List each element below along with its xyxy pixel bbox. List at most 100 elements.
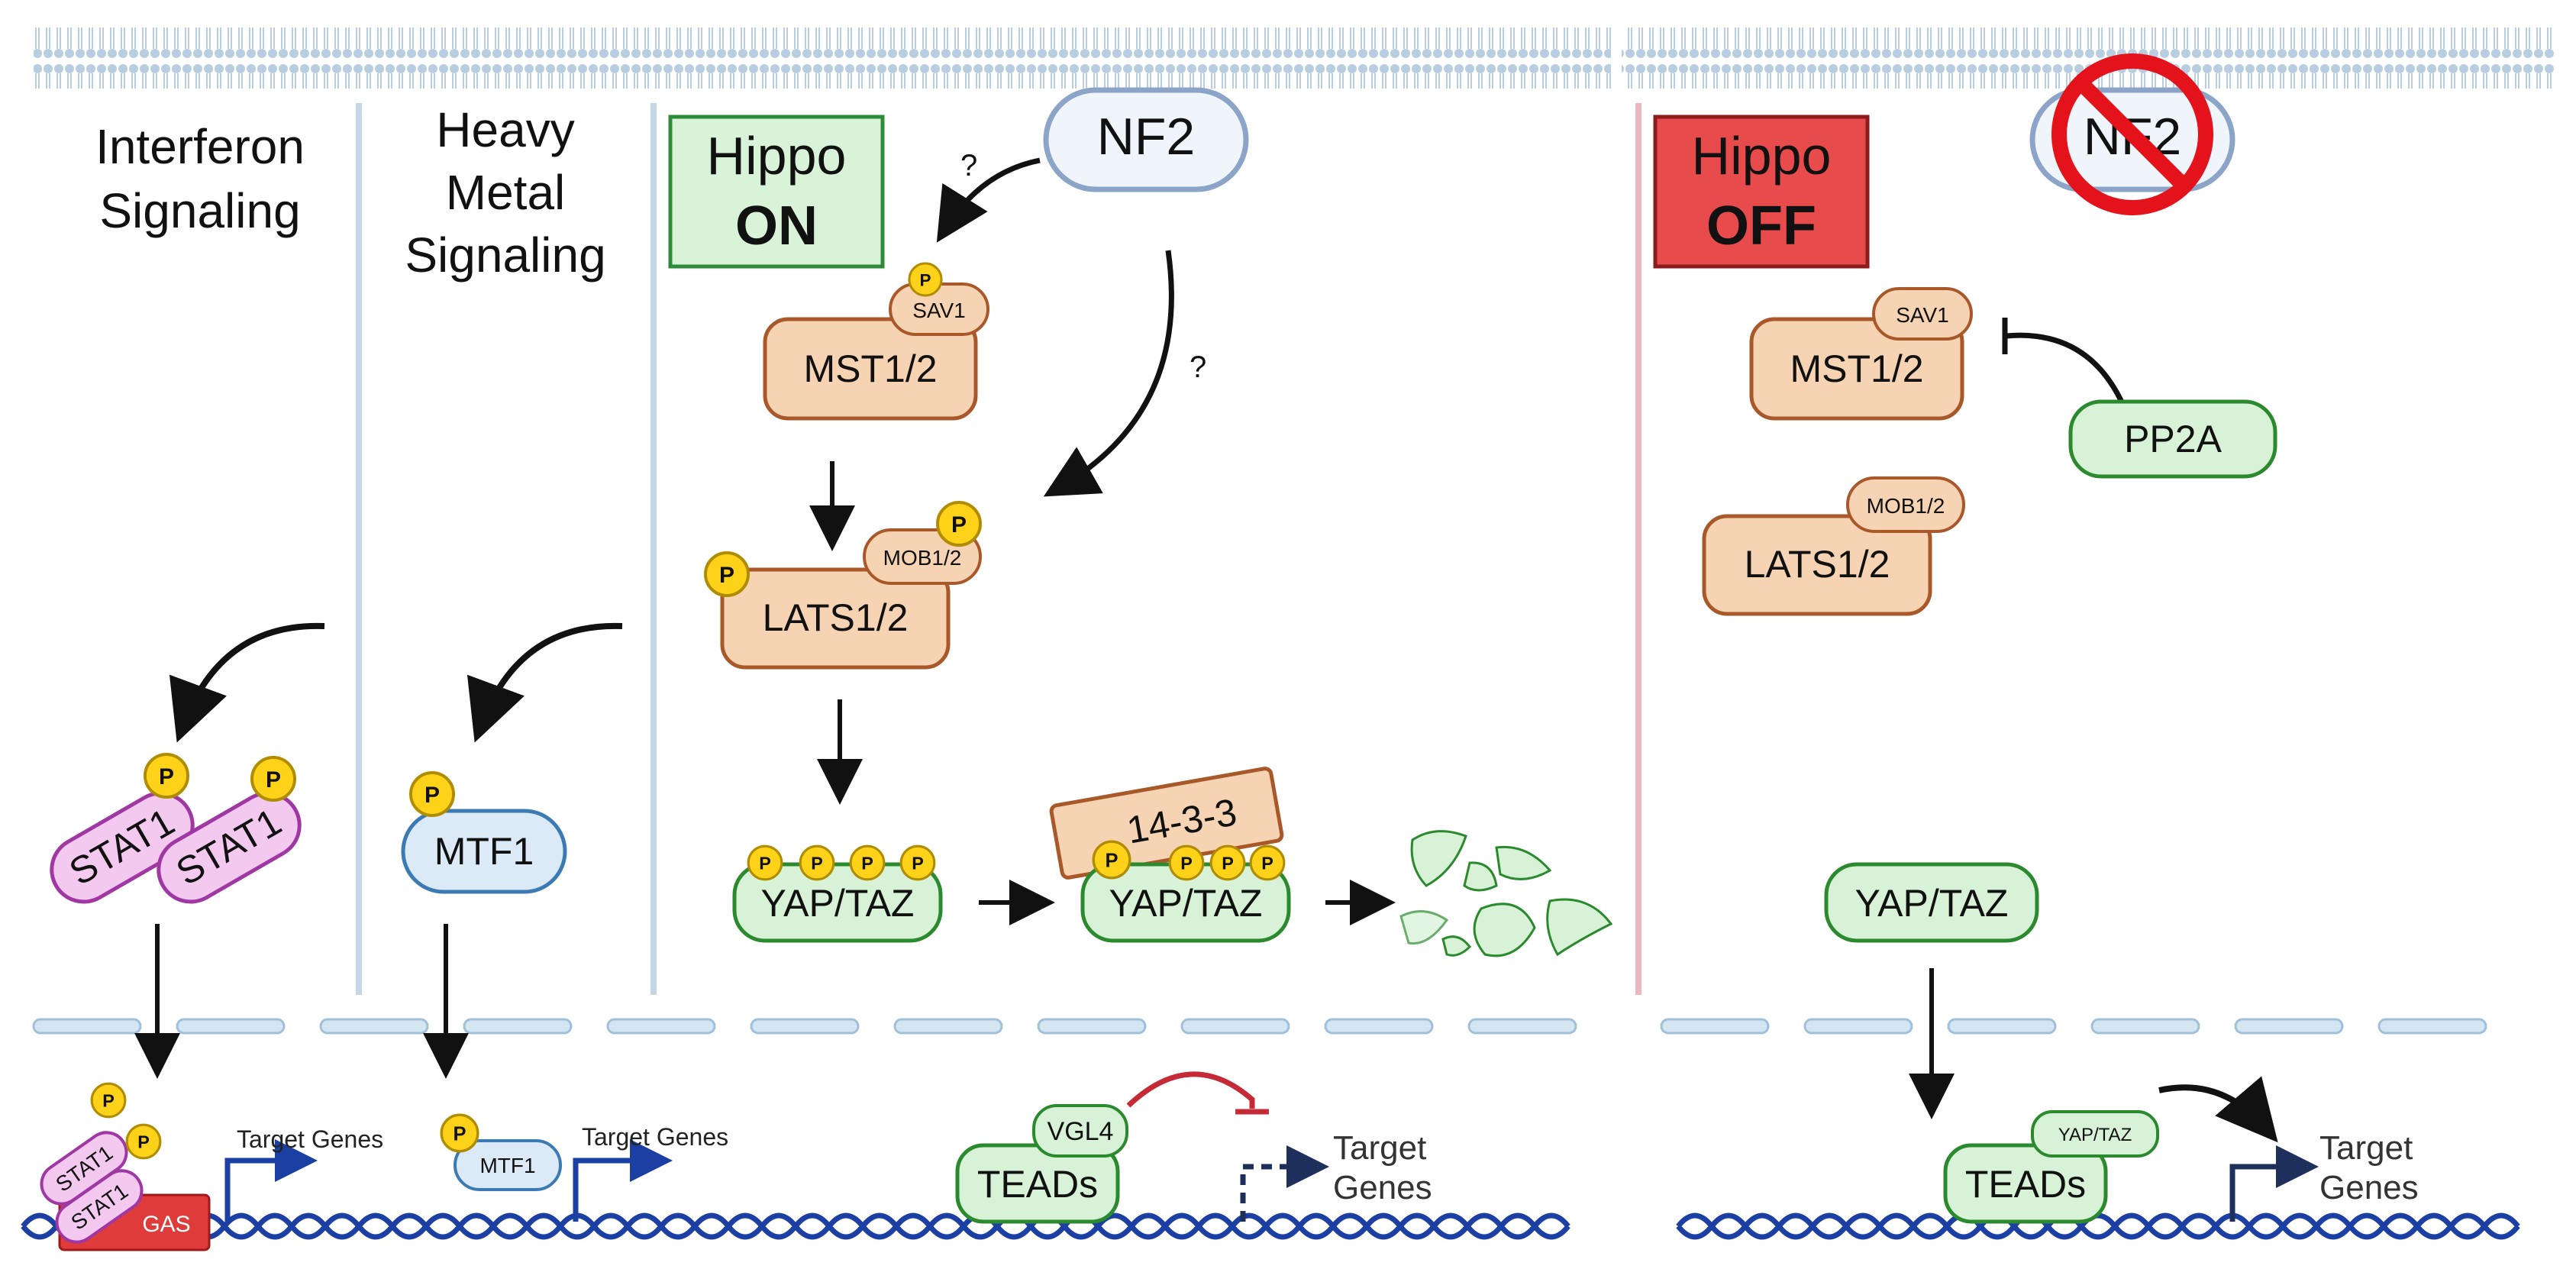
hippo-off-target-genes-arrow [2229, 1145, 2319, 1222]
interferon-title-line2: Signaling [99, 183, 300, 238]
teads-off-node [1943, 1143, 2108, 1224]
phospho-yap-1433-4: P [1249, 844, 1286, 881]
vgl4-node [1032, 1104, 1128, 1158]
stat1-target-genes-label: Target Genes [237, 1125, 383, 1153]
hippo-off-line2: OFF [1706, 195, 1816, 257]
phospho-yap-3: P [849, 844, 886, 881]
hippo-on-box [668, 115, 885, 269]
svg-text:P: P [1180, 854, 1193, 873]
yaptaz-nuclear-node [2031, 1110, 2159, 1158]
svg-text:P: P [759, 854, 771, 873]
divider-2 [650, 103, 657, 995]
svg-text:P: P [102, 1091, 115, 1111]
phospho-stat1-nuclear-b: P [125, 1123, 162, 1160]
svg-text:P: P [424, 783, 440, 808]
pp2a-node [2068, 399, 2277, 479]
mob12-off-label: MOB1/2 [1867, 494, 1945, 518]
yaptaz-phospho-label: YAP/TAZ [761, 882, 915, 925]
sav1-off-label: SAV1 [1896, 303, 1949, 327]
heavy-metal-title-line1: Heavy [436, 102, 574, 157]
svg-text:P: P [453, 1123, 466, 1145]
svg-text:P: P [159, 764, 174, 789]
no-sign-icon [2051, 53, 2213, 215]
hippo-off-target-line2: Genes [2319, 1169, 2419, 1206]
question-mark-2: ? [1190, 350, 1206, 384]
lats12-node [720, 567, 951, 670]
phospho-stat1-b: P [250, 756, 296, 802]
gas-label: GAS [142, 1212, 190, 1237]
nf2-node [1043, 87, 1249, 192]
heavy-metal-title-line3: Signaling [405, 228, 605, 283]
hippo-on-target-line2: Genes [1333, 1169, 1432, 1206]
svg-text:P: P [1105, 850, 1118, 871]
dna-right [1676, 1212, 2520, 1240]
dna-left [21, 1212, 1570, 1240]
lats12-label: LATS1/2 [763, 596, 909, 639]
hippo-on-target-genes-arrow [1240, 1145, 1329, 1222]
divider-1 [356, 103, 362, 995]
phospho-sav1: P [908, 262, 943, 297]
mst12-off-label: MST1/2 [1790, 347, 1923, 390]
phospho-mob12: P [936, 501, 982, 547]
svg-text:P: P [137, 1132, 150, 1152]
svg-text:P: P [912, 854, 924, 873]
phospho-stat1-a: P [144, 753, 189, 799]
mob12-label: MOB1/2 [883, 546, 962, 570]
degradation-fragments [1399, 830, 1613, 957]
mst12-label: MST1/2 [803, 347, 937, 390]
mtf1-label: MTF1 [434, 830, 534, 873]
phospho-yap-1: P [747, 844, 783, 881]
pp2a-inhibition [2006, 332, 2129, 414]
heavy-metal-title-line2: Metal [446, 165, 566, 220]
question-mark-1: ? [960, 149, 977, 182]
phospho-mtf1-nuclear: P [440, 1113, 479, 1153]
phospho-yap-1433-1: P [1092, 840, 1131, 880]
sav1-label: SAV1 [912, 299, 966, 322]
phospho-yap-2: P [799, 844, 835, 881]
teads-label: TEADs [977, 1163, 1098, 1206]
hippo-on-line2: ON [735, 195, 818, 257]
svg-text:P: P [951, 512, 967, 538]
svg-text:P: P [266, 767, 281, 793]
nf2-to-lats-arrow [1043, 250, 1174, 497]
phospho-stat1-nuclear-a: P [90, 1082, 127, 1119]
phospho-yap-1433-3: P [1209, 844, 1246, 881]
sav1-off-node [1872, 287, 1973, 341]
svg-text:P: P [719, 563, 734, 588]
mtf1-nuclear-node [454, 1139, 562, 1191]
divider-hippo-off [1635, 103, 1641, 995]
phospho-yap-4: P [899, 844, 936, 881]
nf2-to-mst-arrow [936, 157, 1041, 243]
svg-text:P: P [811, 854, 823, 873]
stat1-target-genes-arrow [224, 1139, 318, 1222]
interferon-activation-arrow [169, 622, 325, 743]
hippo-on-line1: Hippo [707, 126, 847, 186]
lats12-off-label: LATS1/2 [1745, 543, 1890, 586]
stat1-dimer: STAT1 STAT1 P P [50, 753, 302, 904]
mob12-off-node [1846, 476, 1965, 533]
mst12-node [763, 317, 978, 421]
hippo-on-target-line1: Target [1333, 1129, 1426, 1167]
vgl4-inhibition [1126, 1071, 1255, 1109]
mtf1-target-genes-label: Target Genes [582, 1123, 728, 1151]
nf2-label: NF2 [1097, 108, 1195, 166]
yaptaz-off-label: YAP/TAZ [1855, 882, 2009, 925]
phospho-lats12: P [704, 551, 750, 597]
mtf1-nuclear-label: MTF1 [479, 1154, 535, 1177]
svg-text:P: P [1222, 854, 1234, 873]
hippo-off-line1: Hippo [1692, 126, 1832, 186]
interferon-title-line1: Interferon [95, 119, 305, 174]
yaptaz-off-node [1824, 862, 2039, 943]
phospho-yap-1433-2: P [1168, 844, 1205, 881]
hippo-off-target-line1: Target [2319, 1129, 2413, 1167]
mst12-off-node [1749, 317, 1964, 421]
yaptaz-1433-label: YAP/TAZ [1109, 882, 1263, 925]
plasma-membrane-left [34, 27, 1611, 89]
yaptaz-nuclear-label: YAP/TAZ [2058, 1125, 2132, 1145]
yaptaz-activation-arrow [2158, 1076, 2278, 1143]
svg-text:P: P [919, 270, 931, 289]
phospho-mtf1: P [409, 771, 455, 817]
vgl4-label: VGL4 [1048, 1117, 1114, 1146]
pp2a-label: PP2A [2124, 418, 2223, 460]
